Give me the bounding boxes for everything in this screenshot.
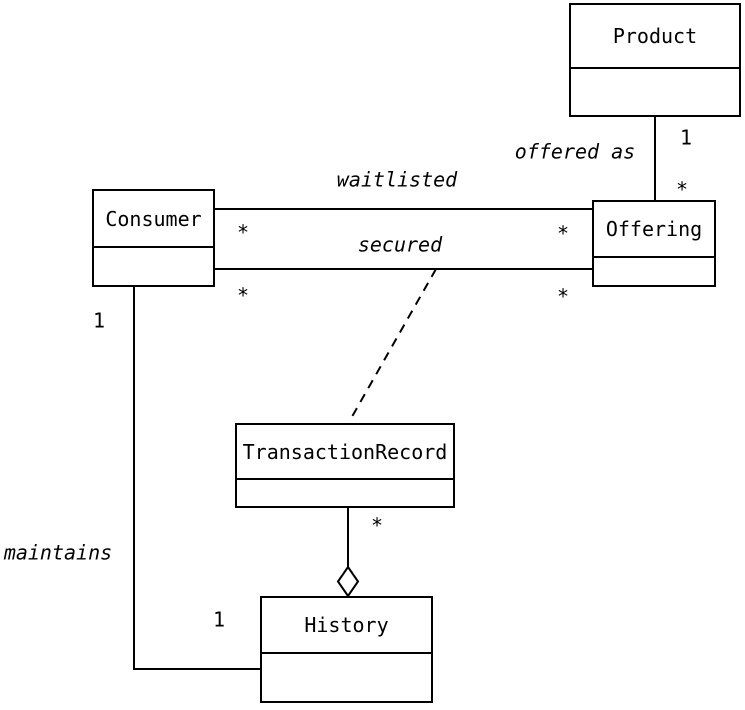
class-name-offering: Offering	[594, 202, 714, 258]
multiplicity-secured-consumer-end: *	[236, 283, 250, 308]
class-name-product: Product	[571, 5, 739, 69]
secured-association-class-dashed-line	[348, 268, 437, 423]
multiplicity-secured-offering-end: *	[556, 284, 570, 309]
class-attributes-consumer	[94, 248, 213, 285]
multiplicity-waitlisted-offering-end: *	[556, 221, 570, 246]
class-attributes-product	[571, 69, 739, 115]
class-name-history: History	[262, 598, 431, 654]
multiplicity-aggregation-transaction-record-end: *	[370, 513, 384, 538]
multiplicity-maintains-consumer-end: 1	[92, 308, 106, 333]
class-box-consumer: Consumer	[92, 189, 215, 287]
association-label-secured: secured	[357, 232, 443, 257]
class-box-history: History	[260, 596, 433, 703]
class-name-consumer: Consumer	[94, 191, 213, 248]
multiplicity-waitlisted-consumer-end: *	[236, 220, 250, 245]
association-label-offered-as: offered as	[514, 139, 636, 164]
class-box-product: Product	[569, 3, 741, 117]
class-box-offering: Offering	[592, 200, 716, 287]
association-line-maintains-horizontal	[133, 668, 261, 670]
multiplicity-offered-as-product-end: 1	[679, 125, 693, 150]
aggregation-diamond	[336, 565, 360, 598]
class-attributes-transaction-record	[237, 480, 453, 506]
class-name-transaction-record: TransactionRecord	[237, 425, 453, 480]
association-label-maintains: maintains	[3, 540, 113, 565]
association-line-secured	[215, 268, 592, 270]
multiplicity-offered-as-offering-end: *	[675, 177, 689, 202]
class-attributes-offering	[594, 258, 714, 285]
association-label-waitlisted: waitlisted	[336, 167, 458, 192]
association-line-history-aggregation	[347, 508, 349, 568]
association-line-maintains-vertical	[133, 287, 135, 670]
multiplicity-maintains-history-end: 1	[212, 607, 226, 632]
class-box-transaction-record: TransactionRecord	[235, 423, 455, 508]
association-line-waitlisted	[215, 208, 592, 210]
association-line-offered-as	[654, 117, 656, 200]
class-attributes-history	[262, 654, 431, 701]
